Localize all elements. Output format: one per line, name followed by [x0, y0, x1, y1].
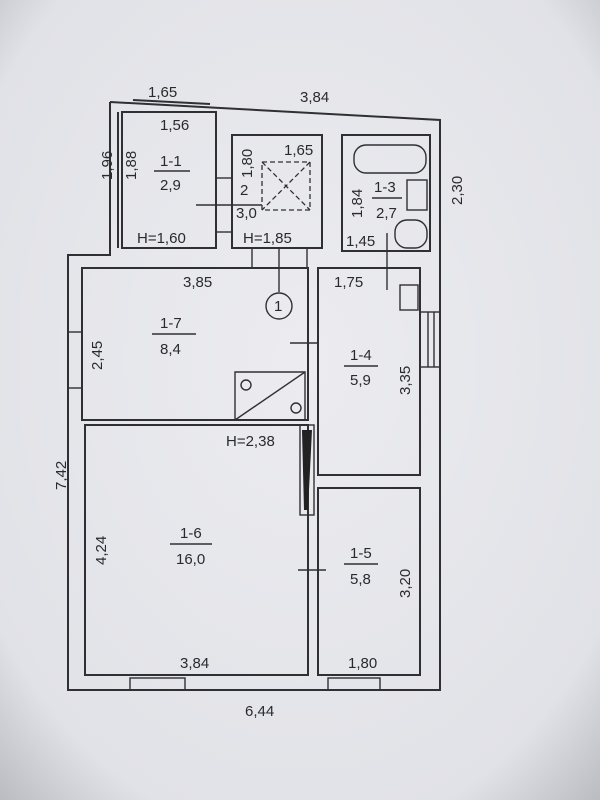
room-1-4 — [317, 267, 421, 476]
room-1-1-id: 1-1 — [160, 153, 182, 170]
toilet-icon — [394, 219, 428, 249]
room-1-1 — [121, 111, 232, 249]
room-1-7-area: 8,4 — [160, 341, 181, 358]
dim-1-5-height: 3,20 — [397, 569, 414, 598]
bathtub-icon — [353, 144, 427, 174]
dim-1-7-width: 3,85 — [183, 274, 212, 291]
sink-icon — [406, 179, 428, 211]
room-1-4-area: 5,9 — [350, 372, 371, 389]
dim-2-height: 1,80 — [239, 149, 256, 178]
dim-1-4-height: 3,35 — [397, 366, 414, 395]
marker-label: 1 — [274, 298, 282, 315]
room-1-1-area: 2,9 — [160, 177, 181, 194]
room-1-3-area: 2,7 — [376, 205, 397, 222]
room-1-4-id: 1-4 — [350, 347, 372, 364]
dim-2-width: 1,65 — [284, 142, 313, 159]
dim-1-1-height: 1,88 — [123, 151, 140, 180]
dim-overall-annex-height: 2,30 — [449, 176, 466, 205]
room-1-5-id: 1-5 — [350, 545, 372, 562]
room-1-5-area: 5,8 — [350, 571, 371, 588]
room-1-3-id: 1-3 — [374, 179, 396, 196]
room-1-1-ceiling: H=1,60 — [137, 230, 186, 247]
room-1-7 — [68, 267, 318, 421]
dim-1-6-width: 3,84 — [180, 655, 209, 672]
dim-overall-bottom: 6,44 — [245, 703, 274, 720]
room-1-7-id: 1-7 — [160, 315, 182, 332]
room-1-5 — [317, 487, 421, 676]
outer-walls — [67, 99, 441, 691]
dim-1-1-outer-height: 1,96 — [99, 151, 116, 180]
stove-icon — [234, 371, 306, 421]
room-1-6-id: 1-6 — [180, 525, 202, 542]
room-2 — [196, 134, 323, 292]
dim-1-3-height: 1,84 — [349, 189, 366, 218]
dim-1-1-width: 1,56 — [160, 117, 189, 134]
sink-icon — [399, 284, 419, 311]
room-1-6-ceiling: H=2,38 — [226, 433, 275, 450]
dim-1-5-width: 1,80 — [348, 655, 377, 672]
dim-1-4-width: 1,75 — [334, 274, 363, 291]
room-1-6 — [84, 424, 326, 676]
room-2-ceiling: H=1,85 — [243, 230, 292, 247]
room-2-id: 2 — [240, 182, 248, 199]
dim-1-7-height: 2,45 — [89, 341, 106, 370]
dim-overall-top: 3,84 — [300, 89, 329, 106]
marker-circle — [265, 292, 293, 320]
dim-1-3-width: 1,45 — [346, 233, 375, 250]
room-1-6-area: 16,0 — [176, 551, 205, 568]
dim-1-6-height: 4,24 — [93, 536, 110, 565]
room-2-area: 3,0 — [236, 205, 257, 222]
dim-overall-left: 7,42 — [53, 461, 70, 490]
dim-1-1-outer-width: 1,65 — [148, 84, 177, 101]
room-1-3 — [341, 134, 431, 290]
